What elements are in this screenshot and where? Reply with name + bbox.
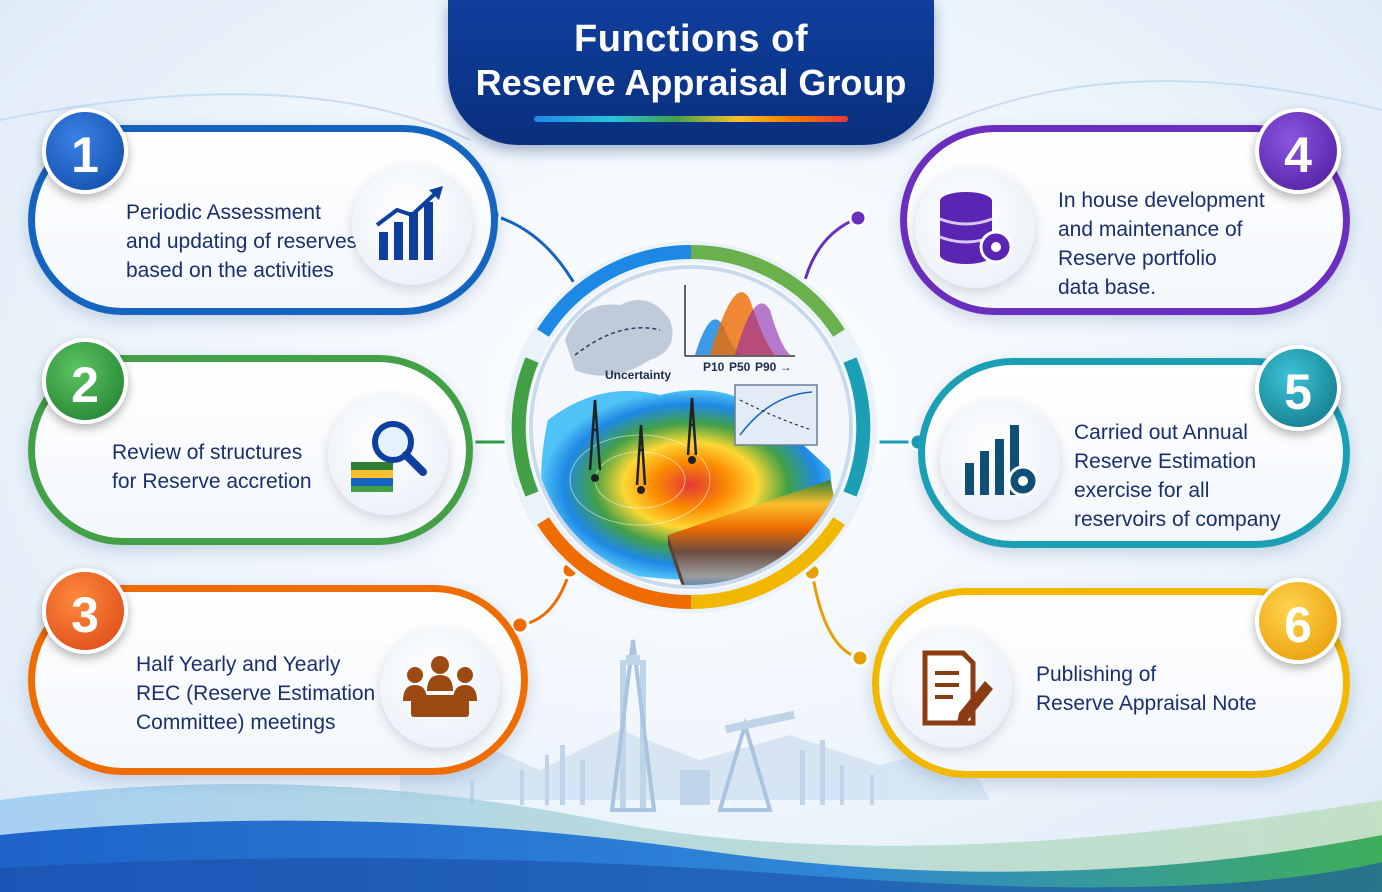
number-badge-5: 5 (1255, 345, 1341, 431)
chart-gear-icon (940, 400, 1060, 520)
uncertainty-label: Uncertainty (605, 368, 672, 382)
bar-chart-trend-icon (352, 165, 472, 285)
database-gear-icon (915, 168, 1035, 288)
p50-label: P50 (729, 360, 751, 374)
document-pen-icon (892, 628, 1012, 748)
title-line-1: Functions of (574, 18, 808, 60)
title-banner: Functions of Reserve Appraisal Group (448, 0, 934, 145)
title-color-bar (534, 116, 848, 122)
title-line-2: Reserve Appraisal Group (475, 62, 907, 103)
number-badge-1: 1 (42, 108, 128, 194)
number-badge-2: 2 (42, 338, 128, 424)
magnifier-layers-icon (328, 395, 448, 515)
center-ring (505, 241, 877, 613)
number-badge-4: 4 (1255, 108, 1341, 194)
reservoir-illustration (533, 269, 849, 585)
meeting-people-icon (380, 628, 500, 748)
number-badge-3: 3 (42, 568, 128, 654)
number-badge-6: 6 (1255, 578, 1341, 664)
oilfield-skyline (400, 639, 990, 812)
p90-label: P90 → (755, 360, 792, 374)
p10-label: P10 (703, 360, 725, 374)
